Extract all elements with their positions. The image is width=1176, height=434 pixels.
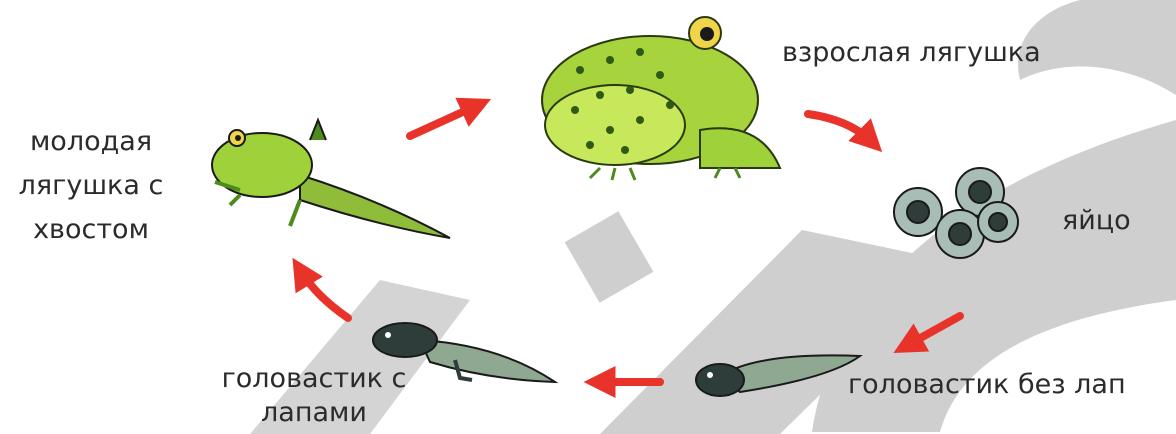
label-egg: яйцо bbox=[1062, 204, 1131, 238]
adult-frog-icon bbox=[542, 17, 780, 180]
label-froglet-line-3: хвостом bbox=[0, 208, 182, 252]
arrow-froglet-to-adult bbox=[410, 105, 478, 136]
arrow-adult-to-egg bbox=[808, 114, 872, 142]
label-adult-frog: взрослая лягушка bbox=[782, 36, 1041, 70]
label-tadpole-with-legs: головастик с лапами bbox=[204, 362, 424, 430]
label-tadpole-with-legs-line-1: головастик с bbox=[204, 362, 424, 396]
arrow-legs-to-froglet bbox=[300, 270, 348, 318]
label-froglet: молодая лягушка с хвостом bbox=[0, 120, 182, 252]
label-tadpole-with-legs-line-2: лапами bbox=[204, 396, 424, 430]
label-tadpole: головастик без лап bbox=[848, 368, 1126, 402]
label-froglet-line-1: молодая bbox=[0, 120, 182, 164]
label-froglet-line-2: лягушка с bbox=[0, 164, 182, 208]
